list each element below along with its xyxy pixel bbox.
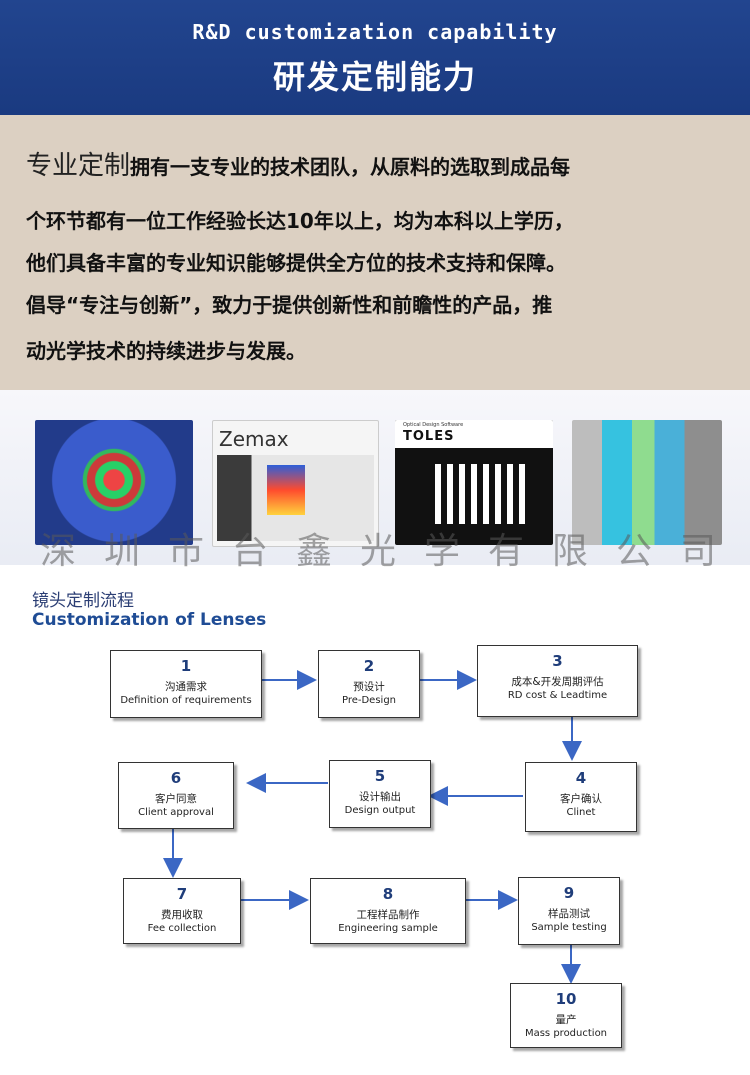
step-label-en: Clinet [566, 807, 596, 818]
flow-step-1: 1 沟通需求 Definition of requirements [110, 650, 262, 718]
flow-title-zh: 镜头定制流程 [32, 591, 134, 611]
toles-image: Optical Design Software TOLES [395, 420, 553, 545]
page-header: R&D customization capability 研发定制能力 [0, 0, 750, 115]
step-label-zh: 样品测试 [548, 908, 590, 920]
step-label-zh: 费用收取 [161, 909, 203, 921]
step-number: 8 [382, 885, 394, 903]
step-label-en: Mass production [524, 1028, 608, 1039]
step-label-zh: 设计输出 [359, 791, 401, 803]
intro-line-1: 专业定制拥有一支专业的技术团队，从原料的选取到成品每 [26, 145, 570, 182]
step-label-zh: 沟通需求 [165, 681, 207, 693]
step-number: 10 [555, 990, 577, 1008]
intro-line-3: 他们具备丰富的专业知识能够提供全方位的技术支持和保障。 [26, 251, 566, 275]
step-number: 9 [563, 884, 575, 902]
step-label-en: Client approval [138, 807, 214, 818]
flow-step-6: 6 客户同意 Client approval [118, 762, 234, 829]
flow-title-en: Customization of Lenses [32, 610, 267, 630]
step-label-zh: 预设计 [353, 681, 385, 693]
step-number: 4 [575, 769, 587, 787]
toles-logo: TOLES [403, 429, 455, 444]
intro-lead: 专业定制 [26, 151, 131, 181]
zemax-ui-image [217, 455, 374, 541]
step-number: 1 [180, 657, 192, 675]
step-number: 2 [363, 657, 375, 675]
flow-step-5: 5 设计输出 Design output [329, 760, 431, 828]
step-label-zh: 量产 [555, 1014, 577, 1026]
intro-section: 专业定制拥有一支专业的技术团队，从原料的选取到成品每 个环节都有一位工作经验长达… [0, 115, 750, 390]
intro-line-2: 个环节都有一位工作经验长达10年以上，均为本科以上学历， [26, 209, 574, 233]
flow-step-9: 9 样品测试 Sample testing [518, 877, 620, 945]
header-title-zh: 研发定制能力 [272, 58, 477, 96]
flow-step-10: 10 量产 Mass production [510, 983, 622, 1048]
flow-step-3: 3 成本&开发周期评估 RD cost & Leadtime [477, 645, 638, 717]
step-number: 3 [552, 652, 563, 670]
intro-line-5: 动光学技术的持续进步与发展。 [26, 339, 306, 363]
step-label-en: Sample testing [531, 922, 607, 933]
step-label-en: Engineering sample [338, 923, 438, 934]
flow-step-4: 4 客户确认 Clinet [525, 762, 637, 832]
resolution-chart-image [435, 464, 525, 524]
step-number: 7 [176, 885, 188, 903]
step-label-en: Pre-Design [341, 695, 397, 706]
company-watermark: 深圳市台鑫光学有限公司 [40, 531, 745, 572]
step-label-en: Fee collection [147, 923, 217, 934]
photo-strip: Zemax Optical Design Software TOLES [0, 390, 750, 565]
step-label-zh: 工程样品制作 [356, 909, 420, 921]
header-title-en: R&D customization capability [192, 20, 558, 44]
intro-line-1-text: 拥有一支专业的技术团队，从原料的选取到成品每 [130, 155, 571, 179]
flow-step-7: 7 费用收取 Fee collection [123, 878, 241, 944]
step-number: 6 [170, 769, 182, 787]
step-number: 5 [374, 767, 386, 785]
flow-step-8: 8 工程样品制作 Engineering sample [310, 878, 466, 944]
lens-assembly-image [572, 420, 722, 545]
toles-header [395, 420, 553, 448]
zemax-screenshot-image: Zemax [212, 420, 379, 547]
mold-design-image [35, 420, 193, 545]
toles-subtitle: Optical Design Software [403, 422, 464, 428]
step-label-en: RD cost & Leadtime [507, 690, 608, 701]
step-label-en: Definition of requirements [120, 695, 252, 706]
zemax-logo: Zemax [219, 427, 289, 451]
step-label-zh: 客户同意 [155, 793, 197, 805]
flow-step-2: 2 预设计 Pre-Design [318, 650, 420, 718]
intro-line-4: 倡导“专注与创新”，致力于提供创新性和前瞻性的产品，推 [26, 293, 553, 317]
step-label-zh: 成本&开发周期评估 [511, 676, 604, 688]
step-label-zh: 客户确认 [560, 793, 602, 805]
step-label-en: Design output [344, 805, 416, 816]
